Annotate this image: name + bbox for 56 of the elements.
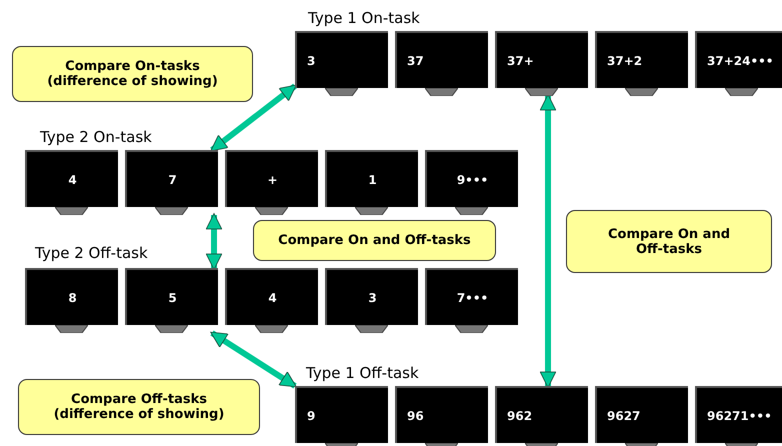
- monitor: [495, 31, 588, 96]
- screen-text: 9627: [607, 408, 640, 422]
- screen-text: 8: [68, 290, 77, 304]
- screen-text: 9: [307, 408, 316, 422]
- screen-text: 3: [307, 54, 316, 68]
- screen-text: 7: [168, 172, 177, 186]
- double-arrow: [206, 213, 222, 270]
- monitor: [225, 150, 318, 215]
- row-heading: Type 1 On-task: [308, 9, 420, 27]
- screen-text: 7•••: [456, 290, 488, 304]
- monitor: [425, 268, 518, 333]
- screen-text: 37+2: [607, 54, 642, 68]
- double-arrow: [540, 94, 556, 388]
- monitor: [125, 150, 218, 215]
- screen-text: 5: [168, 290, 177, 304]
- monitor: [595, 386, 688, 446]
- row-heading: Type 1 Off-task: [306, 364, 419, 382]
- monitor: [325, 268, 418, 333]
- monitor: [395, 31, 488, 96]
- screen-text: +: [267, 172, 278, 186]
- double-arrow: [210, 84, 297, 152]
- monitor: [295, 386, 388, 446]
- monitor: [695, 31, 782, 96]
- screen-text: 4: [268, 290, 277, 304]
- screen-text: 37: [407, 54, 424, 68]
- callout-text: Compare On-tasks (difference of showing): [46, 59, 219, 89]
- screen-text: 3: [368, 290, 377, 304]
- callout-box: [12, 46, 253, 102]
- monitor: [125, 268, 218, 333]
- callout-box: [253, 220, 496, 261]
- screen-text: 4: [68, 172, 77, 186]
- screen-text: 37+24•••: [707, 54, 774, 68]
- screen-text: 37+: [507, 54, 534, 68]
- callout-text: Compare On and Off-tasks: [606, 226, 731, 256]
- monitor: [225, 268, 318, 333]
- screen-text: 96: [407, 408, 424, 422]
- screen-text: 9•••: [456, 172, 488, 186]
- callout-text: Compare On and Off-tasks: [277, 233, 472, 248]
- screen-text: 962: [507, 408, 532, 422]
- monitor: [25, 268, 118, 333]
- callout-box: [18, 379, 260, 435]
- screen-text: 96271•••: [707, 408, 772, 422]
- callout-text: Compare Off-tasks (difference of showing): [52, 392, 226, 422]
- row-heading: Type 2 On-task: [40, 128, 152, 146]
- monitor: [395, 386, 488, 446]
- double-arrow: [210, 330, 297, 389]
- callout-box: [566, 210, 772, 273]
- monitor: [695, 386, 782, 446]
- monitor: [325, 150, 418, 215]
- monitor: [495, 386, 588, 446]
- monitor: [25, 150, 118, 215]
- monitor: [595, 31, 688, 96]
- screen-text: 1: [368, 172, 377, 186]
- row-heading: Type 2 Off-task: [35, 244, 148, 262]
- monitor: [425, 150, 518, 215]
- monitor: [295, 31, 388, 96]
